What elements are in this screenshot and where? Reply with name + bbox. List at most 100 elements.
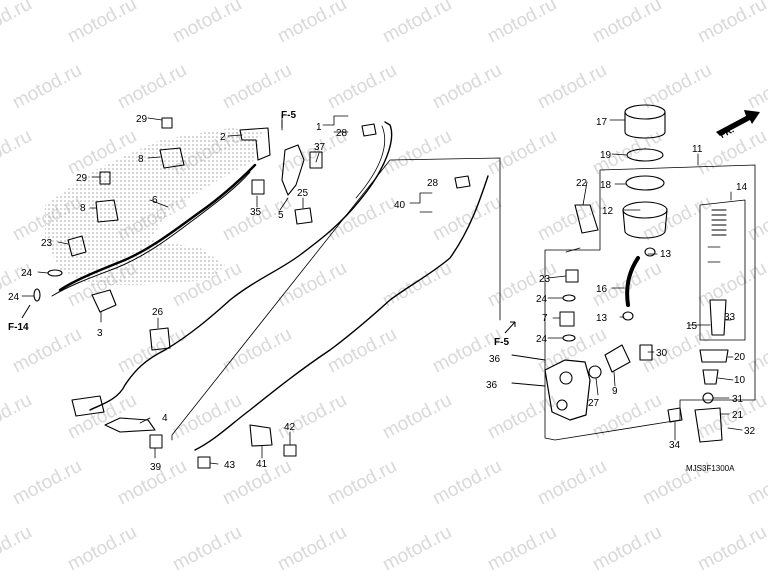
callout-24c: 24 xyxy=(536,294,548,305)
callout-1: 1 xyxy=(316,122,322,133)
ref-f5-right[interactable]: F-5 xyxy=(494,321,516,348)
callout-9: 9 xyxy=(612,386,618,397)
bracket-22 xyxy=(574,204,599,234)
bolt-37 xyxy=(309,151,323,169)
callout-20: 20 xyxy=(734,352,746,363)
callout-40: 40 xyxy=(394,200,406,211)
callout-15: 15 xyxy=(686,321,698,332)
brake-hose-1 xyxy=(89,121,393,411)
piston-15 xyxy=(709,299,727,336)
callout-5: 5 xyxy=(278,210,284,221)
port-circle xyxy=(559,371,573,385)
diaphragm-18 xyxy=(625,175,665,191)
ref-f14-label[interactable]: F-14 xyxy=(8,322,29,333)
callout-29b: 29 xyxy=(76,173,88,184)
clamp-8a xyxy=(159,147,185,169)
clip-26 xyxy=(149,327,171,351)
reservoir-12-body xyxy=(622,209,668,239)
oring-13b xyxy=(622,311,634,321)
banjo-23 xyxy=(67,235,87,257)
bracket-5 xyxy=(281,144,305,196)
callout-34: 34 xyxy=(669,440,681,451)
ref-f14[interactable]: F-14 xyxy=(8,304,31,333)
hose-joint-9 xyxy=(604,344,631,373)
bolt-36a xyxy=(511,354,546,361)
callout-17: 17 xyxy=(596,117,608,128)
callout-21: 21 xyxy=(732,410,744,421)
brake-hose-40 xyxy=(194,175,489,451)
hose-box-40 xyxy=(171,157,501,441)
joint-21 xyxy=(694,407,723,443)
callout-3: 3 xyxy=(97,328,103,339)
callout-13b: 13 xyxy=(596,313,608,324)
frame-silhouette xyxy=(45,128,262,285)
nut-28b xyxy=(454,175,471,189)
callout-2: 2 xyxy=(220,132,226,143)
callout-26: 26 xyxy=(152,307,164,318)
brake-hose-1-inner xyxy=(355,125,386,199)
callout-8a: 8 xyxy=(138,154,144,165)
callout-28b: 28 xyxy=(427,178,439,189)
reservoir-cap-17 xyxy=(624,104,666,120)
callout-4: 4 xyxy=(162,413,168,424)
front-arrow: FR. xyxy=(716,110,760,140)
bolt-43 xyxy=(197,456,211,469)
callout-25: 25 xyxy=(297,188,309,199)
callout-6: 6 xyxy=(152,195,158,206)
callout-14: 14 xyxy=(736,182,748,193)
bolt-23b xyxy=(565,269,579,283)
callout-23a: 23 xyxy=(41,238,53,249)
callout-39: 39 xyxy=(150,462,162,473)
callout-11: 11 xyxy=(692,144,703,155)
callout-23b: 23 xyxy=(539,274,551,285)
nut-31 xyxy=(702,392,714,404)
callouts: 1 2 3 4 5 6 7 8 8 9 10 11 12 13 13 14 15… xyxy=(8,114,756,473)
bolts xyxy=(99,117,579,469)
reservoir-cap-17-body xyxy=(624,111,666,139)
callout-32: 32 xyxy=(744,426,756,437)
callout-27: 27 xyxy=(588,398,600,409)
boot-20 xyxy=(699,349,729,363)
clip-3 xyxy=(91,289,117,313)
bracket-2 xyxy=(239,127,271,161)
callout-19: 19 xyxy=(600,150,612,161)
bolt-29b xyxy=(99,171,111,185)
leader-lines xyxy=(21,114,743,465)
bolt-7 xyxy=(559,311,575,327)
ref-f5-top-label[interactable]: F-5 xyxy=(281,110,296,121)
bracket-4 xyxy=(104,417,156,433)
callout-31: 31 xyxy=(732,394,744,405)
bolt-36b xyxy=(511,382,546,387)
brake-pipe-6 xyxy=(58,163,257,292)
pin-34 xyxy=(667,407,683,423)
bolt-42 xyxy=(283,444,297,457)
brake-pipe-6-b xyxy=(51,171,251,297)
callout-33: 33 xyxy=(724,312,736,323)
callout-42: 42 xyxy=(284,422,296,433)
oring-13a xyxy=(644,247,656,257)
callout-13a: 13 xyxy=(660,249,672,260)
callout-37: 37 xyxy=(314,142,326,153)
ref-f5-top[interactable]: F-5 xyxy=(281,110,296,128)
callout-16: 16 xyxy=(596,284,608,295)
washer-24d xyxy=(562,334,576,342)
callout-43: 43 xyxy=(224,460,236,471)
washer-24a xyxy=(47,269,63,277)
clip-25 xyxy=(294,207,313,225)
ref-f5-right-label[interactable]: F-5 xyxy=(494,337,509,348)
reservoir-hose-16 xyxy=(625,256,640,307)
callout-18: 18 xyxy=(600,180,612,191)
bolt-39 xyxy=(149,434,163,449)
clip-41 xyxy=(249,424,273,447)
port-circle-b xyxy=(556,399,568,411)
callout-22: 22 xyxy=(576,178,588,189)
callout-30: 30 xyxy=(656,348,668,359)
boot-10 xyxy=(702,369,719,385)
nut-28a xyxy=(361,123,377,137)
master-cylinder xyxy=(544,359,591,421)
spring-14 xyxy=(711,209,727,236)
callout-24b: 24 xyxy=(8,292,20,303)
callout-24d: 24 xyxy=(536,334,548,345)
callout-28a: 28 xyxy=(336,128,348,139)
caliper-fitting xyxy=(71,395,105,417)
